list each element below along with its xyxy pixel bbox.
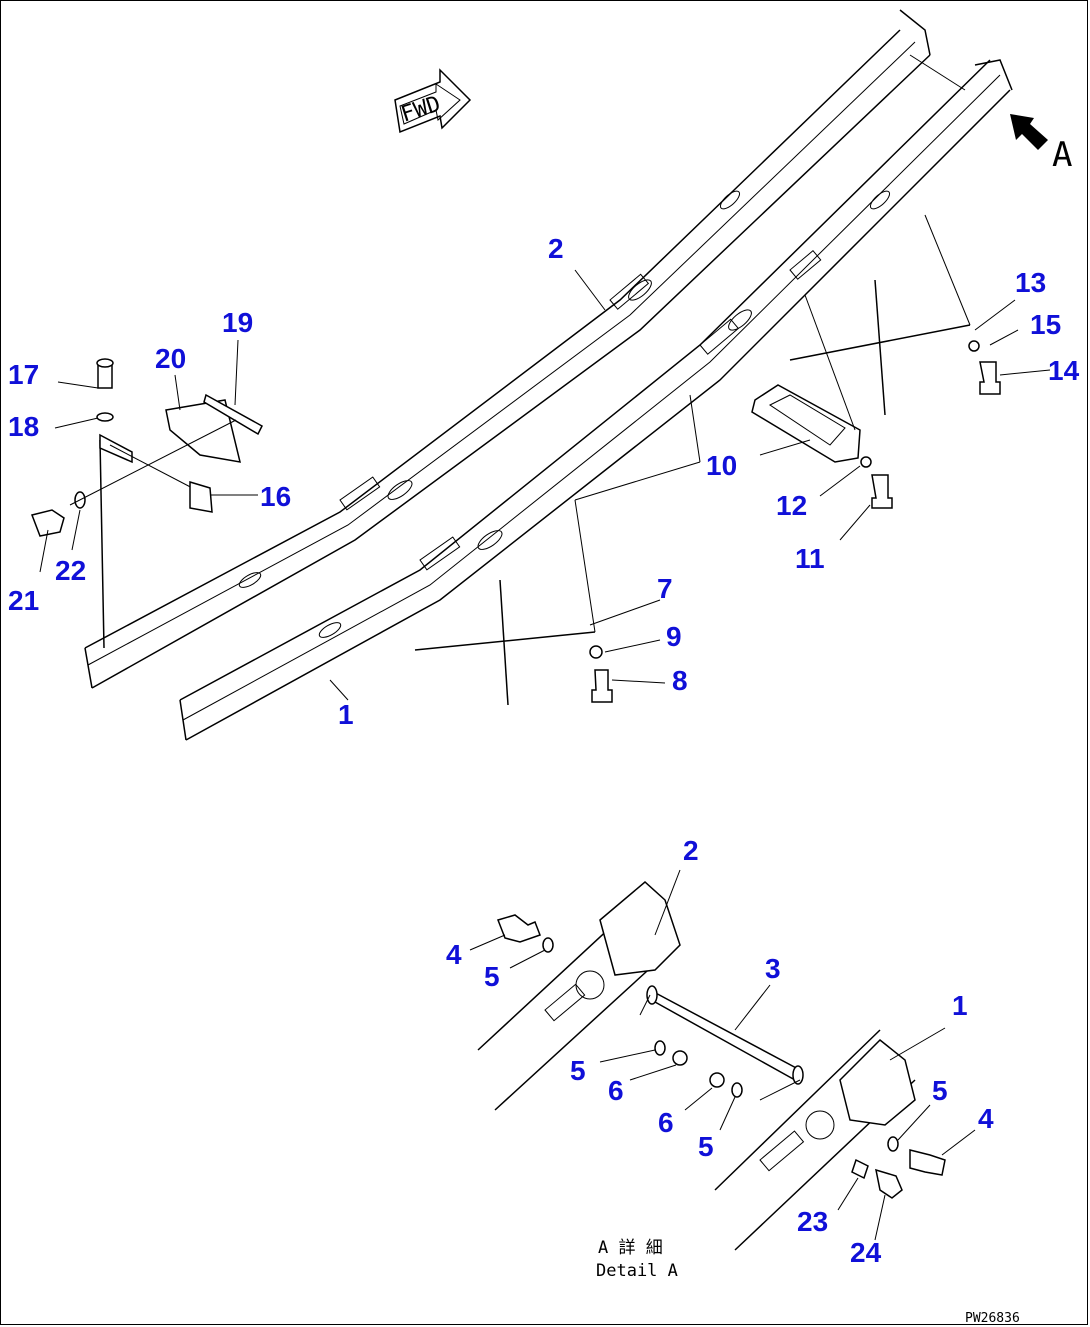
callout-12: 12 (776, 490, 807, 521)
callout-13: 13 (1015, 267, 1046, 298)
brace-13 (789, 214, 971, 416)
callout-7: 7 (657, 573, 673, 604)
callout-4-left: 4 (446, 939, 462, 970)
callout-24: 24 (850, 1237, 882, 1268)
callout-6-a: 6 (608, 1075, 624, 1106)
bracket-10 (751, 294, 861, 463)
callout-2-detail: 2 (683, 835, 699, 866)
callout-5-c: 5 (698, 1131, 714, 1162)
detail-caption-en: Detail A (596, 1261, 678, 1281)
rail-1 (179, 59, 1013, 741)
callout-1-detail: 1 (952, 990, 968, 1021)
brace-7 (414, 499, 596, 706)
callout-15: 15 (1030, 309, 1061, 340)
detail-rail-1 (714, 1029, 916, 1251)
callout-5-a: 5 (484, 961, 500, 992)
callout-18: 18 (8, 411, 39, 442)
drawing-code: PW26836 (965, 1311, 1020, 1326)
view-a-letter: A (1052, 135, 1072, 175)
callouts: 1 2 7 8 9 10 11 12 13 14 15 16 17 18 19 … (8, 233, 1080, 1268)
detail-rail-2 (477, 881, 681, 1111)
detail-caption-jp: A 詳 細 (598, 1238, 663, 1258)
view-a-arrow: A (1010, 114, 1072, 175)
callout-1: 1 (338, 699, 354, 730)
detail-fasteners (497, 914, 946, 1199)
callout-11: 11 (795, 543, 825, 574)
callout-6-b: 6 (658, 1107, 674, 1138)
callout-4-right: 4 (978, 1103, 994, 1134)
callout-17: 17 (8, 359, 39, 390)
callout-9: 9 (666, 621, 682, 652)
fwd-arrow: FWD (394, 68, 472, 134)
callout-19: 19 (222, 307, 253, 338)
leader-lines (39, 269, 1051, 1241)
callout-20: 20 (155, 343, 186, 374)
rail-2 (84, 9, 931, 689)
callout-5-d: 5 (932, 1075, 948, 1106)
callout-14: 14 (1048, 355, 1080, 386)
fasteners-upper (30, 340, 1001, 703)
bracket-group-16-20 (69, 393, 263, 649)
callout-23: 23 (797, 1206, 828, 1237)
callout-5-b: 5 (570, 1055, 586, 1086)
callout-10: 10 (706, 450, 737, 481)
top-crossbar (909, 54, 966, 91)
fwd-label: FWD (398, 92, 444, 128)
callout-22: 22 (55, 555, 86, 586)
callout-21: 21 (8, 585, 39, 616)
callout-3: 3 (765, 953, 781, 984)
callout-2: 2 (548, 233, 564, 264)
callout-16: 16 (260, 481, 291, 512)
detail-shaft-3 (646, 985, 804, 1085)
callout-8: 8 (672, 665, 688, 696)
